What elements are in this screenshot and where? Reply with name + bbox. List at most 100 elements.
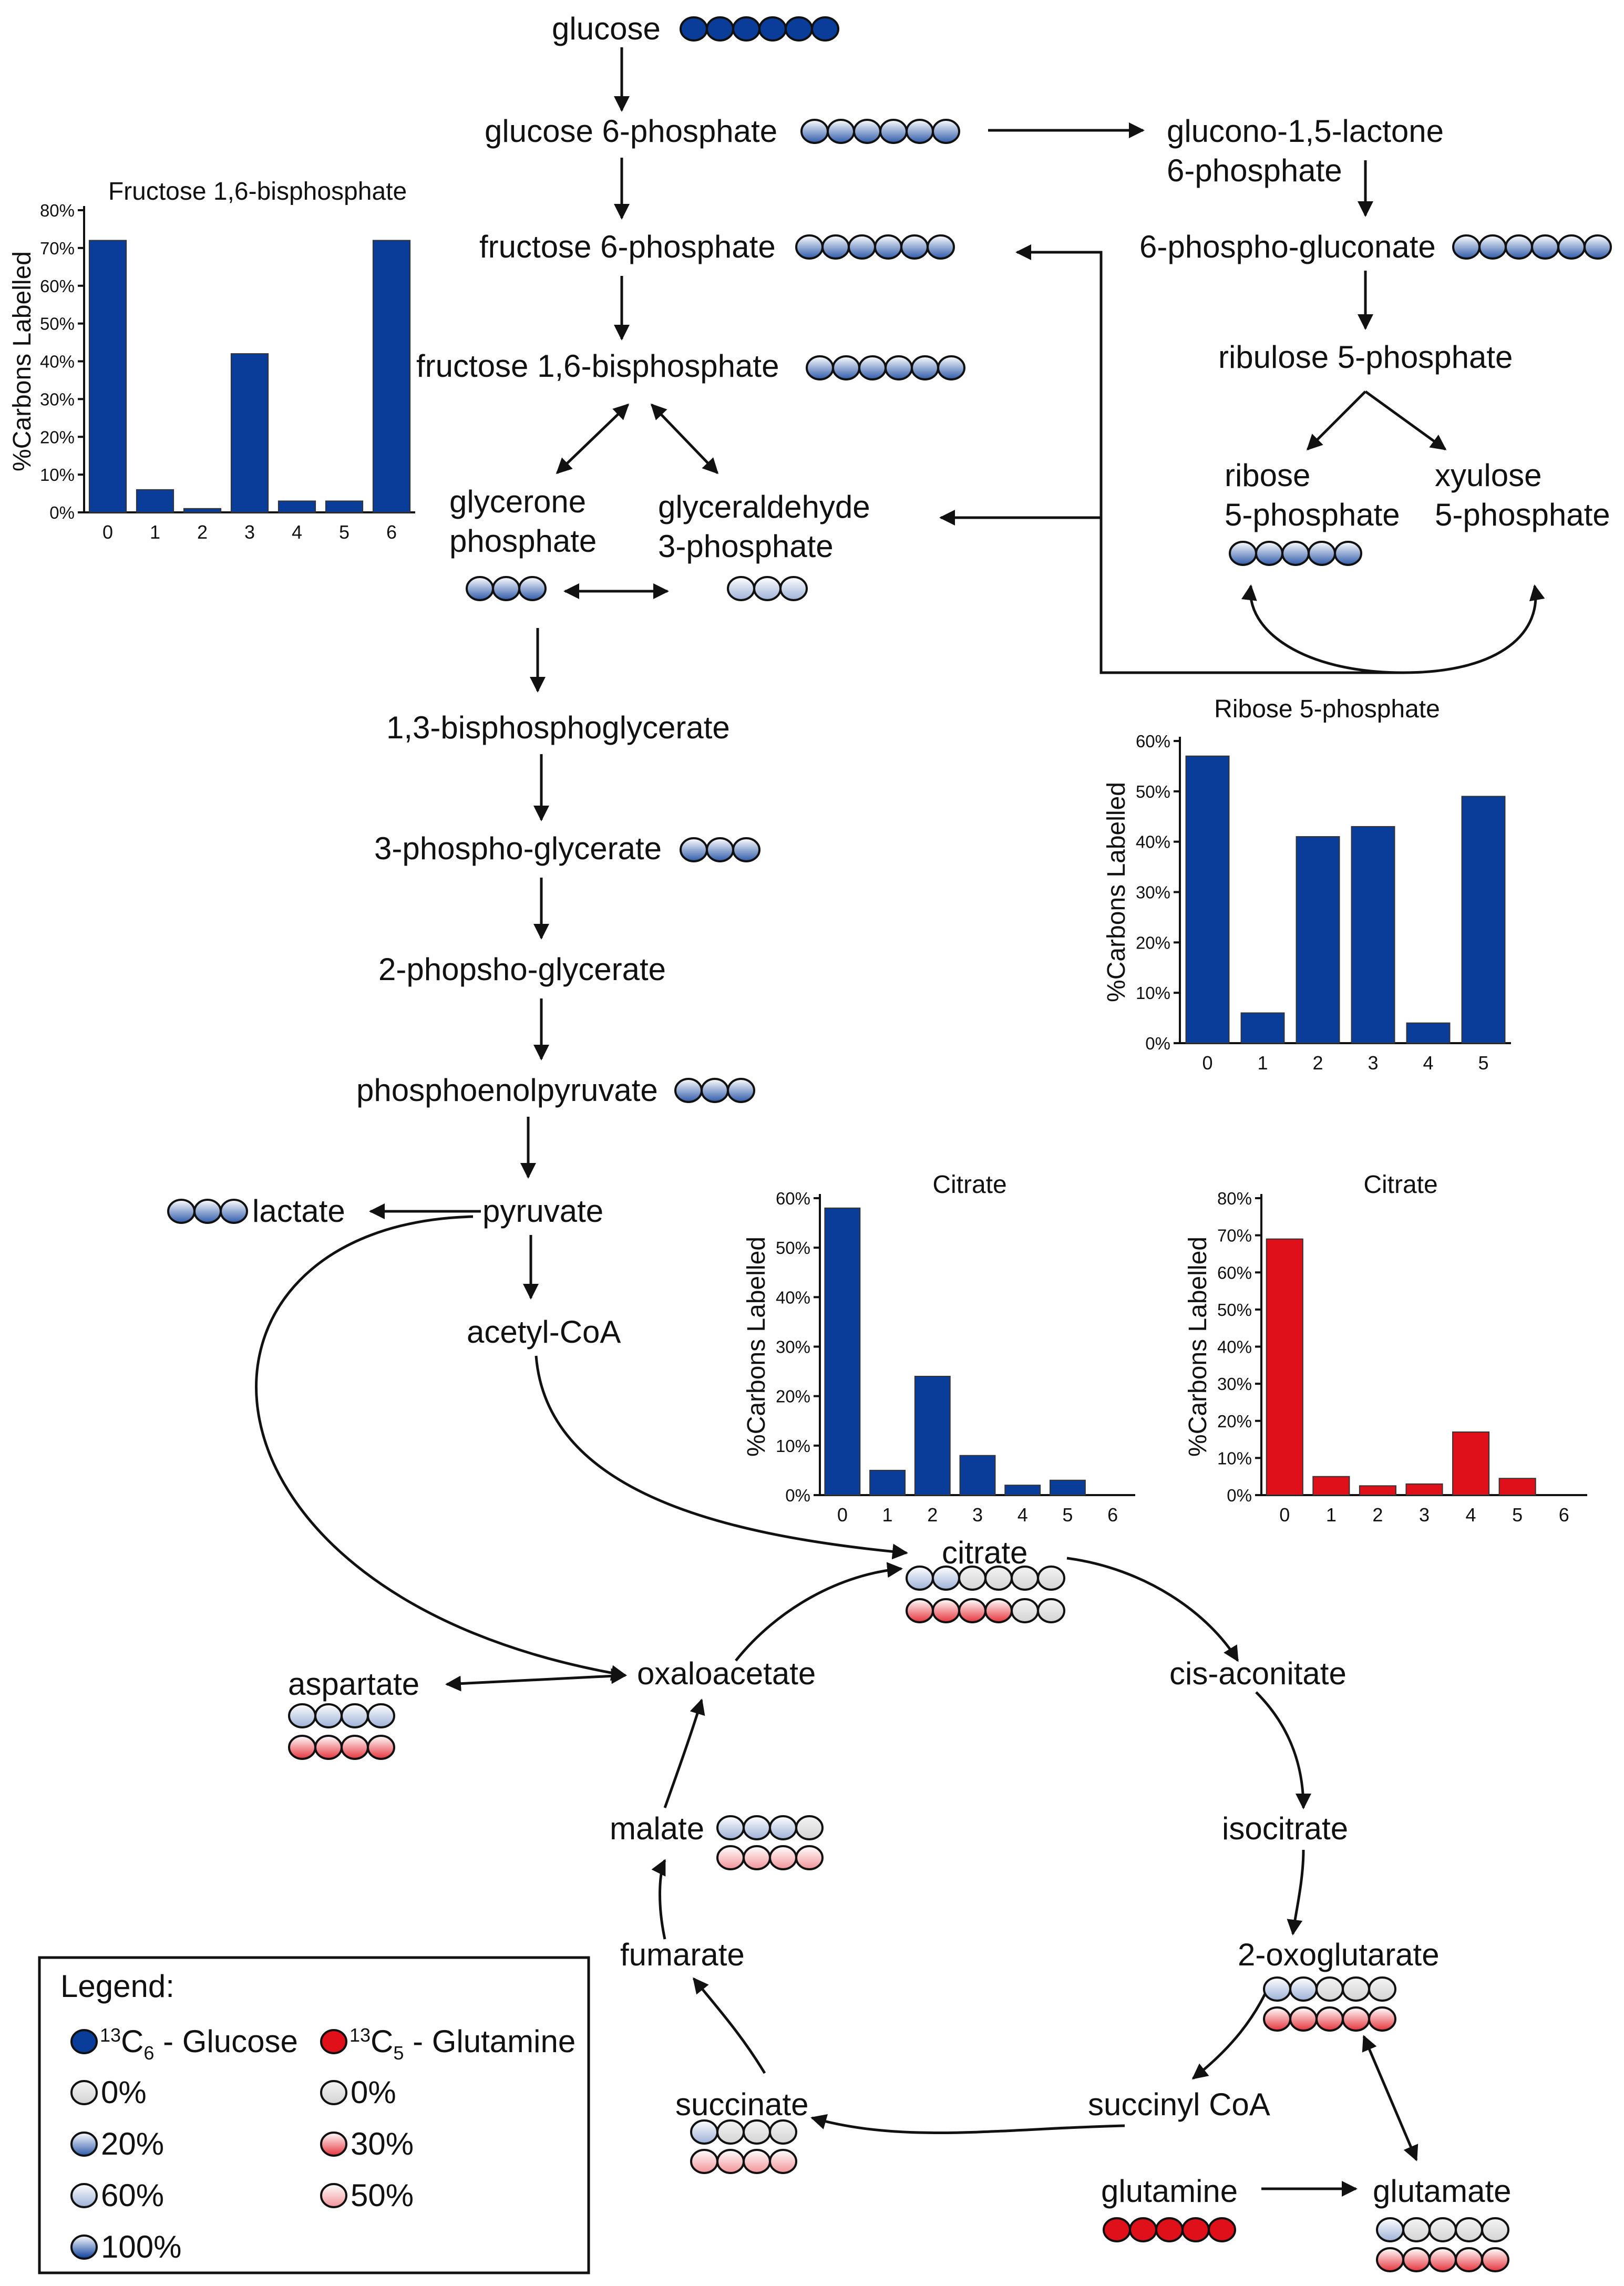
g6p-carbons-carbon: [879, 119, 908, 144]
malate-red-carbons-carbon: [716, 1845, 745, 1870]
citrate-red-carbons-carbon: [984, 1598, 1013, 1623]
metabolite-succinylcoa: succinyl CoA: [1088, 2087, 1270, 2122]
chart-bar: [1351, 826, 1395, 1044]
succinate-red-carbons-carbon: [716, 2149, 745, 2174]
glutamate-blue-carbons-carbon: [1455, 2217, 1483, 2242]
f16bp-carbons-carbon: [806, 355, 834, 380]
ribose-carbons-carbon: [1334, 541, 1362, 566]
glutamine-carbons-carbon: [1155, 2217, 1184, 2242]
glutamate-red-carbons-carbon: [1481, 2247, 1509, 2272]
malate-blue-carbons-carbon: [795, 1815, 824, 1840]
chart-x-tick-label: 3: [972, 1504, 983, 1526]
citrate-red-carbons: [906, 1598, 1065, 1623]
chart-y-tick-label: 20%: [1136, 933, 1170, 952]
legend-red-level-0: 0%: [351, 2075, 396, 2110]
glycerone-carbons-carbon: [492, 576, 520, 601]
oxoglutarate-blue-carbons-carbon: [1342, 1976, 1370, 2002]
chart-y-tick-label: 30%: [1136, 883, 1170, 902]
glutamate-blue-carbons-carbon: [1376, 2217, 1404, 2242]
chart-title: Citrate: [932, 1171, 1006, 1199]
pgluconate-carbons-carbon: [1478, 234, 1507, 260]
chart-x-tick-label: 1: [882, 1504, 893, 1526]
metabolite-xylose-line1: xyulose: [1435, 458, 1541, 493]
chart-x-tick-label: 6: [386, 521, 397, 543]
malate-blue-carbons-carbon: [716, 1815, 745, 1840]
metabolite-f16bp: fructose 1,6-bisphosphate: [416, 348, 779, 384]
chart-x-tick-label: 0: [102, 521, 113, 543]
pg3-carbons-carbon: [706, 837, 734, 862]
f6p-carbons-carbon: [821, 234, 850, 260]
lactate-carbons-carbon: [167, 1199, 196, 1224]
oxoglutarate-red-carbons-carbon: [1289, 2006, 1318, 2032]
chart-x-tick-label: 4: [1466, 1504, 1476, 1526]
glycerone-carbons-carbon: [466, 576, 494, 601]
malate-blue-carbons-carbon: [743, 1815, 771, 1840]
metabolite-pg3: 3-phospho-glycerate: [374, 831, 662, 866]
glutamate-red-carbons-carbon: [1428, 2247, 1457, 2272]
chart-y-tick-label: 30%: [40, 389, 75, 409]
chart-y-tick-label: 20%: [776, 1387, 810, 1406]
succinate-red-carbons-carbon: [690, 2149, 718, 2174]
citrate-blue-carbons-carbon: [1011, 1566, 1039, 1591]
aspartate-red-carbons: [288, 1735, 395, 1760]
metabolite-succinate: succinate: [675, 2087, 808, 2122]
arrow-ru5p-ribose: [1306, 390, 1366, 451]
glucose-carbons-carbon: [811, 16, 839, 42]
oxoglutarate-red-carbons-carbon: [1315, 2006, 1344, 2032]
chart-x-tick-label: 0: [1202, 1052, 1212, 1074]
chart-x-tick-label: 1: [1257, 1052, 1268, 1074]
glutamine-carbons: [1103, 2217, 1236, 2242]
glycerone-carbons-carbon: [518, 576, 547, 601]
citrate-blue-carbons-carbon: [984, 1566, 1013, 1591]
metabolite-glucono-line1: glucono-1,5-lactone: [1167, 114, 1444, 149]
glutamine-carbons-carbon: [1181, 2217, 1210, 2242]
chart-bar: [1004, 1485, 1041, 1496]
citrate-red-carbons-carbon: [1037, 1598, 1065, 1623]
chart-bar: [1405, 1483, 1443, 1496]
arrow-to-ribose: [1241, 584, 1404, 674]
oxoglutarate-red-carbons-carbon: [1263, 2006, 1291, 2032]
aspartate-red-carbons-carbon: [314, 1735, 343, 1760]
glucose-carbons-carbon: [732, 16, 760, 42]
legend-glucose-name: - Glucose: [154, 2024, 297, 2059]
chart-ylabel: %Carbons Labelled: [1103, 782, 1130, 1002]
legend-blue-level-0: 0%: [101, 2075, 147, 2110]
chart-1: Ribose 5-phosphate%Carbons Labelled0%10%…: [1103, 695, 1511, 1074]
metabolite-isocitrate: isocitrate: [1222, 1811, 1348, 1846]
malate-blue-carbons: [716, 1815, 824, 1840]
metabolite-malate: malate: [610, 1811, 704, 1846]
f16bp-carbons-carbon: [832, 355, 860, 380]
lactate-carbons: [167, 1199, 248, 1224]
arrow-acetylcoa-citrate: [535, 1355, 908, 1560]
glycerone-carbons: [466, 576, 547, 601]
glutamate-blue-carbons-carbon: [1481, 2217, 1509, 2242]
legend-blue-level-3: 100%: [101, 2229, 181, 2264]
arrow-succinylcoa-succinate: [810, 2114, 1125, 2134]
pep-carbons-carbon: [674, 1078, 703, 1103]
f6p-carbons-carbon: [874, 234, 902, 260]
bar-charts: Fructose 1,6-bisphosphate%Carbons Labell…: [8, 178, 1587, 1526]
gap-carbons: [727, 576, 808, 601]
pgluconate-carbons-carbon: [1531, 234, 1559, 260]
metabolite-pgluconate: 6-phospho-gluconate: [1139, 229, 1436, 264]
arrow-oxoglutarate-glutamate: [1362, 2035, 1419, 2161]
glucose-carbons-carbon: [758, 16, 787, 42]
glutamine-carbons-carbon: [1103, 2217, 1131, 2242]
chart-bar: [1406, 1022, 1451, 1044]
metabolite-glutamate: glutamate: [1373, 2174, 1512, 2209]
f6p-carbons-carbon: [900, 234, 929, 260]
legend-swatch-red-50: [320, 2183, 347, 2208]
chart-x-tick-label: 0: [1279, 1504, 1290, 1526]
aspartate-blue-carbons-carbon: [341, 1703, 369, 1728]
legend-box: [38, 1956, 590, 2274]
chart-bar: [1296, 836, 1340, 1044]
legend-swatch-blue-20: [70, 2131, 98, 2157]
glutamate-red-carbons-carbon: [1376, 2247, 1404, 2272]
metabolite-gap-line1: glyceraldehyde: [658, 489, 870, 524]
chart-bar: [1185, 755, 1230, 1044]
metabolite-cisaconitate: cis-aconitate: [1169, 1656, 1347, 1691]
f16bp-carbons: [806, 355, 965, 380]
legend-glucose-count: 6: [143, 2042, 154, 2064]
arrow-f16bp-gap: [650, 403, 719, 475]
